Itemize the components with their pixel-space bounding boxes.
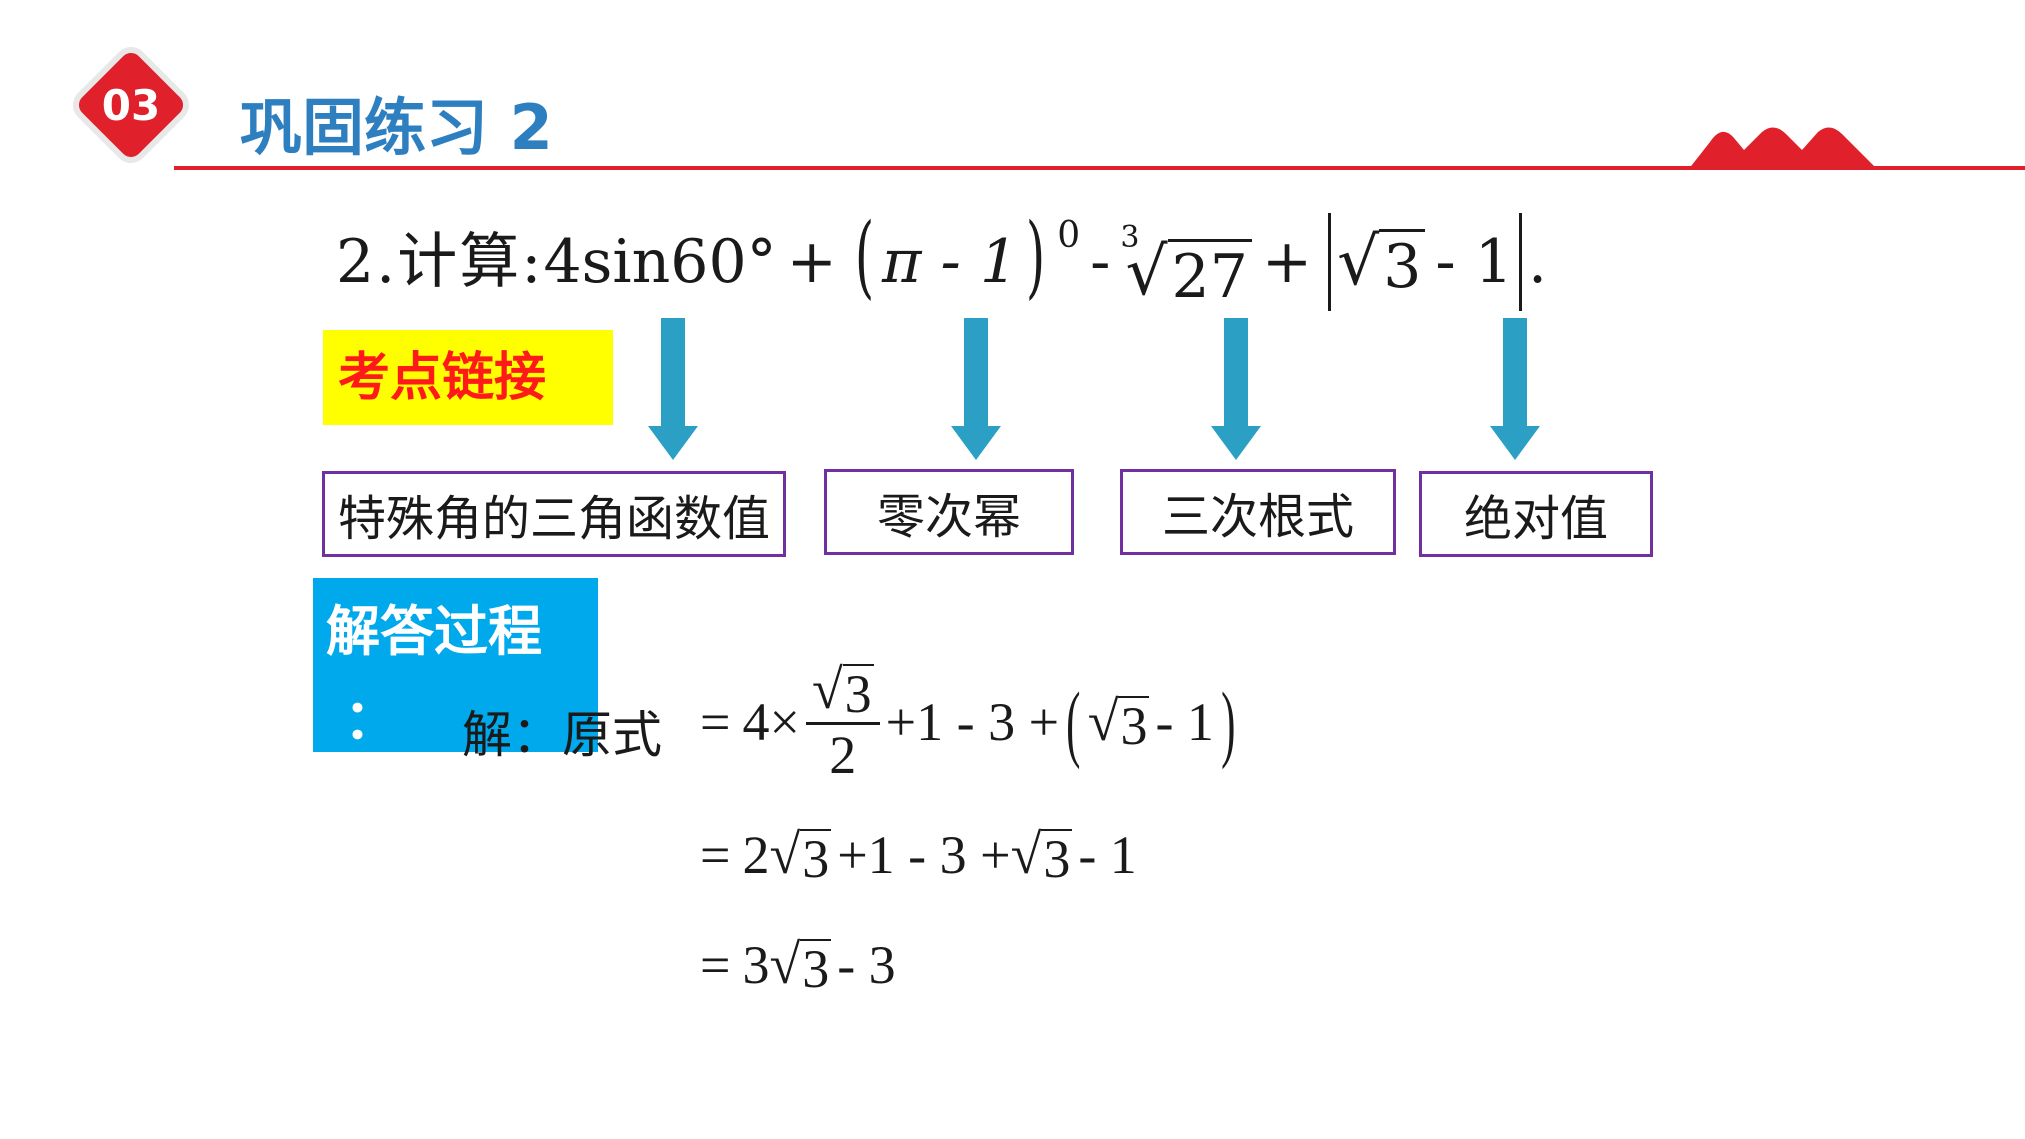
equals-sign: =	[700, 825, 731, 885]
knowledge-item-cube-root: 三次根式	[1120, 469, 1396, 555]
step2-middle: +1 - 3 +	[837, 825, 1011, 885]
problem-expression: 2.计算: 4sin60° + ( π - 1 ) 0 - 3 √ 27 + √…	[336, 212, 1548, 313]
cube-root: 3 √ 27	[1120, 212, 1252, 312]
knowledge-item-zero-power: 零次幂	[824, 469, 1074, 555]
solution-step-1: = 4 × √3 2 +1 - 3 + ( √3 - 1 )	[700, 658, 1236, 785]
solution-step-2: = 2 √3 +1 - 3 + √3 - 1	[700, 820, 1137, 890]
numerator: 3	[842, 664, 874, 724]
header-divider	[174, 166, 2025, 170]
plus-sign-2: +	[1261, 227, 1313, 297]
coefficient: 2	[742, 825, 770, 885]
radicand: 3	[800, 939, 832, 999]
mountain-decoration-icon	[1688, 127, 1878, 170]
section-badge: 03	[68, 42, 194, 168]
minus-one: - 1	[1435, 227, 1513, 297]
problem-label: 2.计算:	[336, 227, 544, 297]
coefficient: 4	[742, 691, 770, 752]
step1-middle: +1 - 3 +	[885, 691, 1060, 752]
denominator: 2	[829, 725, 857, 785]
equals-sign: =	[700, 691, 731, 752]
solution-label-bg	[313, 578, 598, 752]
solution-intro: 解：原式	[462, 706, 662, 764]
solution-colon: ：	[344, 688, 398, 751]
page-title: 巩固练习 2	[240, 91, 553, 164]
coefficient: 3	[742, 935, 770, 995]
radicand: 3	[800, 829, 832, 889]
abs-bar-left	[1328, 213, 1332, 311]
down-arrow-icon	[1211, 318, 1261, 460]
sqrt-three: √ 3	[1337, 222, 1426, 302]
period: .	[1527, 227, 1548, 297]
term-sin: 4sin60°	[543, 227, 777, 297]
radicand-3: 3	[1379, 229, 1426, 302]
step2-tail: - 1	[1078, 825, 1137, 885]
down-arrow-icon	[648, 318, 698, 460]
knowledge-label: 考点链接	[338, 348, 547, 408]
badge-number: 03	[101, 80, 161, 130]
radicand-2: 3	[1041, 829, 1073, 889]
plus-sign: +	[786, 227, 837, 297]
knowledge-label-bg	[323, 330, 613, 425]
times-sign: ×	[769, 691, 800, 752]
knowledge-item-absolute-value: 绝对值	[1419, 471, 1653, 557]
abs-bar-right	[1518, 213, 1522, 311]
fraction: √3 2	[805, 658, 880, 785]
inner-rest: - 1	[1155, 691, 1214, 752]
solution-step-3: = 3 √3 - 3	[700, 930, 896, 1000]
inner-radicand: 3	[1118, 695, 1150, 756]
down-arrow-icon	[951, 318, 1001, 460]
root-index: 3	[1120, 220, 1140, 255]
radicand-27: 27	[1167, 239, 1252, 312]
solution-label: 解答过程	[326, 600, 542, 663]
minus-sign: -	[1090, 227, 1111, 297]
exponent-zero: 0	[1057, 215, 1081, 256]
term-pi-minus-one: π - 1	[882, 227, 1019, 297]
step3-tail: - 3	[837, 935, 896, 995]
down-arrow-icon	[1490, 318, 1540, 460]
knowledge-item-trig: 特殊角的三角函数值	[322, 471, 786, 557]
equals-sign: =	[700, 935, 731, 995]
